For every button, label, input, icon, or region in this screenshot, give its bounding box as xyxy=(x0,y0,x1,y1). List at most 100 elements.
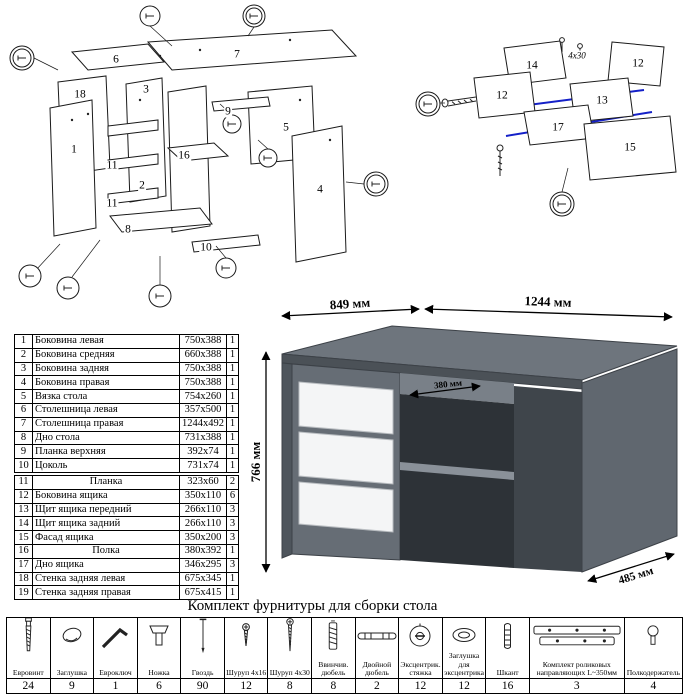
part-number-label: 18 xyxy=(73,88,87,101)
parts-cell-name: Боковина средняя xyxy=(32,347,180,363)
desk-body xyxy=(281,325,678,573)
part-number-label: 4x30 xyxy=(567,50,587,62)
parts-cell-qty: 1 xyxy=(226,402,239,418)
part-number-label: 11 xyxy=(105,197,119,210)
parts-cell-qty: 3 xyxy=(226,530,239,545)
shelf xyxy=(400,462,514,480)
hardware-item-qty: 8 xyxy=(268,678,312,693)
parts-cell-name: Дно стола xyxy=(32,430,180,446)
parts-cell-name: Стенка задняя правая xyxy=(32,585,180,601)
parts-cell-size: 660x388 xyxy=(179,347,227,363)
open-shelf-section xyxy=(400,394,514,568)
drawer-front-1 xyxy=(298,381,394,435)
parts-cell-size: 750x388 xyxy=(179,361,227,377)
parts-cell-size: 731x74 xyxy=(179,458,227,473)
parts-cell-qty: 1 xyxy=(226,347,239,363)
parts-cell-n: 2 xyxy=(14,347,33,363)
hardware-item-label: Ножка xyxy=(148,667,170,677)
parts-cell-n: 5 xyxy=(14,389,33,404)
parts-cell-qty: 1 xyxy=(226,389,239,404)
parts-cell-n: 8 xyxy=(14,430,33,446)
parts-cell-n: 11 xyxy=(14,474,33,490)
parts-cell-name: Фасад ящика xyxy=(32,530,180,545)
parts-cell-qty: 3 xyxy=(226,502,239,518)
screw-long-icon xyxy=(268,618,311,654)
screw-holes xyxy=(70,38,332,142)
desk-render: 849 мм 1244 мм 766 мм 380 мм 485 мм xyxy=(248,293,689,596)
hardware-item-qty: 3 xyxy=(529,678,624,693)
parts-cell-size: 357x500 xyxy=(179,402,227,418)
drawer-callout-glyphs xyxy=(423,101,566,207)
hardware-item-qty: 12 xyxy=(224,678,268,693)
parts-cell-n: 16 xyxy=(14,543,33,559)
part-number-label: 11 xyxy=(105,159,119,172)
leg-icon xyxy=(138,618,181,654)
hardware-item-qty: 12 xyxy=(442,678,486,693)
parts-cell-size: 350x200 xyxy=(179,530,227,545)
parts-cell-size: 750x388 xyxy=(179,375,227,391)
hardware-item-label: Заглушка для эксцентрика xyxy=(444,651,484,677)
parts-cell-qty: 1 xyxy=(226,543,239,559)
parts-cell-qty: 1 xyxy=(226,571,239,587)
plug-icon xyxy=(51,618,94,654)
parts-cell-name: Вязка стола xyxy=(32,389,180,404)
hardware-item-qty: 16 xyxy=(486,678,529,693)
callout-screw-glyphs xyxy=(17,13,380,299)
hardware-item-qty: 24 xyxy=(7,678,50,693)
parts-cell-qty: 3 xyxy=(226,516,239,532)
parts-cell-name: Щит ящика передний xyxy=(32,502,180,518)
part-number-label: 7 xyxy=(233,48,241,61)
part-number-label: 15 xyxy=(623,141,637,154)
insert-dowel-icon xyxy=(312,618,355,654)
parts-cell-n: 15 xyxy=(14,530,33,545)
parts-cell-name: Дно ящика xyxy=(32,557,180,573)
hardware-item-qty: 1 xyxy=(94,678,137,693)
hardware-item-qty: 4 xyxy=(624,678,683,693)
right-side-panel xyxy=(581,348,678,573)
part-number-label: 13 xyxy=(595,94,609,107)
parts-cell-size: 392x74 xyxy=(179,444,227,460)
hardware-item-label: Евровинт xyxy=(12,667,44,677)
parts-cell-n: 10 xyxy=(14,458,33,473)
drawer-parts-outline xyxy=(473,40,677,181)
desk-parts-outline xyxy=(49,29,358,263)
parts-cell-qty: 1 xyxy=(226,458,239,473)
parts-cell-name: Боковина задняя xyxy=(32,361,180,377)
part-number-label: 3 xyxy=(142,83,150,96)
hardware-item-label: Ввинчив. дюбель xyxy=(318,659,349,677)
parts-cell-qty: 2 xyxy=(226,474,239,490)
parts-cell-qty: 1 xyxy=(226,585,239,601)
parts-cell-name: Боковина ящика xyxy=(32,488,180,504)
parts-cell-qty: 1 xyxy=(226,361,239,377)
screw-short-icon xyxy=(225,618,268,654)
parts-cell-size: 350x110 xyxy=(179,488,227,504)
parts-cell-qty: 1 xyxy=(226,430,239,446)
parts-cell-qty: 6 xyxy=(226,488,239,504)
parts-cell-qty: 1 xyxy=(226,416,239,432)
parts-cell-n: 4 xyxy=(14,375,33,391)
hardware-item-label: Гвоздь xyxy=(191,667,214,677)
